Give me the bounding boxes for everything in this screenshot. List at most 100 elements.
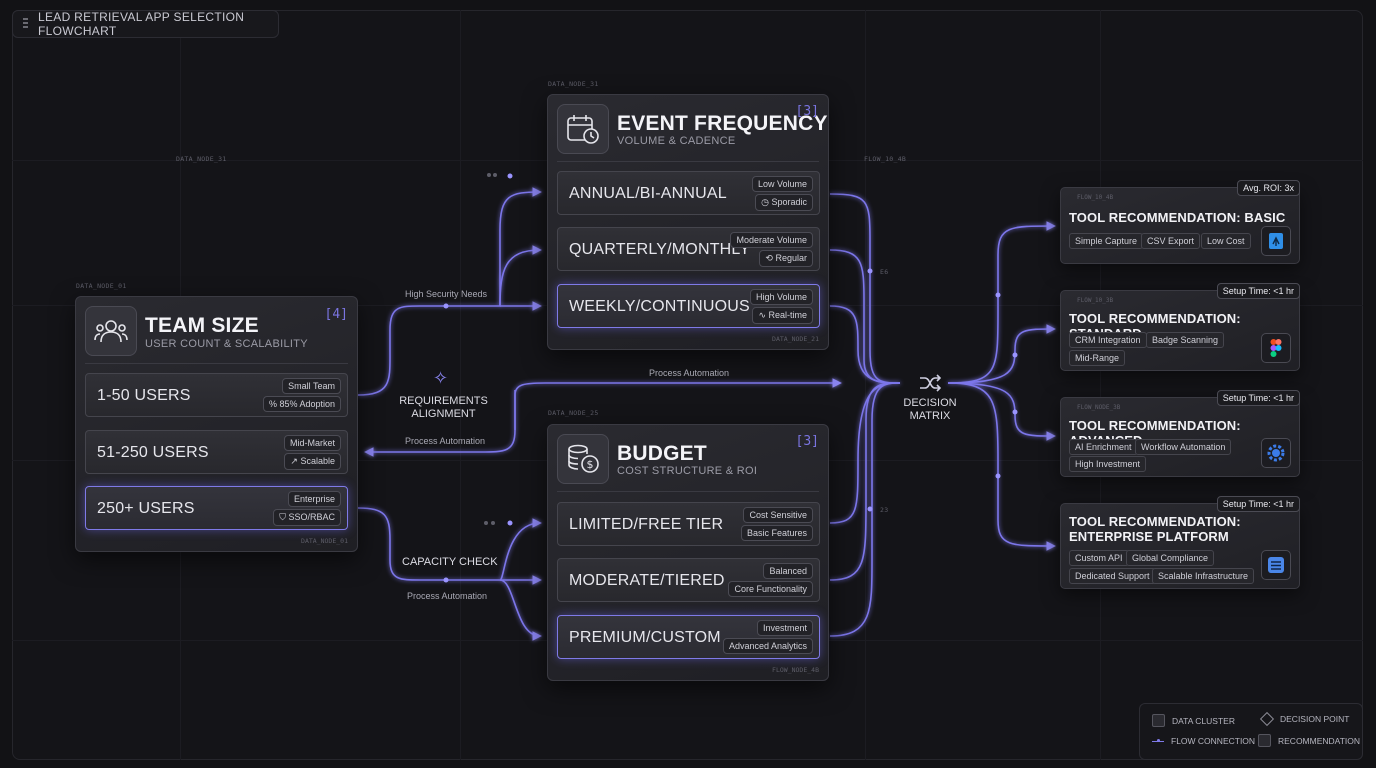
wire-team-to-event-2 [499, 245, 542, 307]
diagram-title: LEAD RETRIEVAL APP SELECTION FLOWCHART [38, 10, 245, 38]
row-chip-top: Investment [756, 620, 813, 636]
grid-line [1100, 10, 1101, 760]
document-app-icon [1261, 226, 1291, 256]
rec-tag: Scalable Infrastructure [1152, 568, 1255, 584]
team-row-small[interactable]: 1-50 USERS Small Team % 85% Adoption [85, 373, 348, 417]
row-chip-top: Moderate Volume [730, 232, 813, 248]
row-label: 1-50 USERS [97, 387, 191, 404]
row-chip-top: High Volume [749, 289, 813, 305]
meta-mid-upper: E6 [880, 268, 889, 276]
gear-app-icon [1261, 438, 1291, 468]
meta-team: DATA_NODE_01 [76, 282, 127, 290]
database-app-icon [1261, 550, 1291, 580]
budget-row-premium[interactable]: PREMIUM/CUSTOM Investment Advanced Analy… [557, 615, 820, 659]
sparkle-icon: ✧ [433, 368, 449, 388]
row-chip-bottom: Advanced Analytics [722, 638, 813, 654]
team-size-foot: DATA_NODE_01 [301, 537, 348, 545]
row-label: 250+ USERS [97, 500, 195, 517]
event-frequency-subtitle: VOLUME & CADENCE [617, 135, 736, 147]
flow-node [1012, 409, 1018, 415]
row-chip-top: Small Team [282, 378, 341, 394]
rec-tag: Low Cost [1201, 233, 1251, 249]
label-high-security: High Security Needs [405, 289, 488, 299]
label-capacity-check: CAPACITY CHECK [402, 556, 498, 568]
meta-mid-lower: 23 [880, 506, 889, 514]
rec-tag: Dedicated Support [1069, 568, 1156, 584]
rec-tag: Simple Capture [1069, 233, 1144, 249]
legend-recommendation: RECOMMENDATION [1258, 734, 1360, 747]
event-frequency-foot: DATA_NODE_21 [772, 335, 819, 343]
event-row-weekly[interactable]: WEEKLY/CONTINUOUS High Volume ∿ Real-tim… [557, 284, 820, 328]
row-chip-top: Mid-Market [283, 435, 341, 451]
wire-team-to-budget-3 [499, 579, 542, 641]
divider [557, 161, 819, 162]
rec-tag: Custom API [1069, 550, 1129, 566]
event-row-annual[interactable]: ANNUAL/BI-ANNUAL Low Volume ◷ Sporadic [557, 171, 820, 215]
rec-tag: CRM Integration [1069, 332, 1147, 348]
legend-data-cluster: DATA CLUSTER [1152, 714, 1235, 727]
label-decision-matrix: DECISION MATRIX [903, 397, 957, 422]
team-row-mid[interactable]: 51-250 USERS Mid-Market ↗ Scalable [85, 430, 348, 474]
team-row-enterprise[interactable]: 250+ USERS Enterprise ⛉ SSO/RBAC [85, 486, 348, 530]
wire-event-to-decision-1 [829, 193, 901, 384]
wire-decision-to-advanced [947, 382, 1056, 441]
budget-panel: $ BUDGET COST STRUCTURE & ROI [3] LIMITE… [547, 424, 829, 681]
label-process-automation-top: Process Automation [649, 368, 730, 378]
legend-flow-connection: FLOW CONNECTION [1152, 736, 1255, 746]
repeat-icon: ⟲ [765, 253, 776, 263]
rec-tag: CSV Export [1141, 233, 1201, 249]
row-chip-bottom: ⛉ SSO/RBAC [273, 509, 341, 526]
wire-process-top [514, 378, 842, 430]
label-process-automation-bottom: Process Automation [407, 591, 488, 601]
grip-icon [23, 18, 28, 30]
row-label: 51-250 USERS [97, 444, 209, 461]
row-chip-bottom: % 85% Adoption [262, 396, 341, 412]
flow-node [507, 520, 513, 526]
calendar-clock-icon [557, 104, 609, 154]
budget-row-moderate[interactable]: MODERATE/TIERED Balanced Core Functional… [557, 558, 820, 602]
row-chip-top: Low Volume [751, 176, 813, 192]
wire-event-to-decision-3 [829, 305, 901, 384]
flow-node [443, 577, 449, 583]
rec-tag: Global Compliance [1126, 550, 1215, 566]
diamond-icon [1259, 711, 1275, 727]
rec-meta: FLOW_10_4B [1077, 194, 1114, 201]
meta-flow-top-right: FLOW_10_4B [864, 155, 907, 163]
row-chip-top: Cost Sensitive [743, 507, 813, 523]
divider [85, 363, 348, 364]
recommendation-enterprise[interactable]: Setup Time: <1 hr TOOL RECOMMENDATION: E… [1060, 496, 1300, 589]
wire-event-to-decision-2 [829, 249, 901, 384]
meta-flow-top-left: DATA_NODE_31 [176, 155, 227, 163]
event-frequency-title: EVENT FREQUENCY [617, 112, 828, 135]
row-label: QUARTERLY/MONTHLY [569, 241, 751, 258]
rec-title: TOOL RECOMMENDATION: ENTERPRISE PLATFORM [1069, 514, 1241, 544]
dots-marker [491, 521, 495, 525]
diagram-title-bar: LEAD RETRIEVAL APP SELECTION FLOWCHART [12, 10, 279, 38]
trend-icon: ↗ [290, 456, 301, 466]
recommendation-basic[interactable]: FLOW_10_4B Avg. ROI: 3x TOOL RECOMMENDAT… [1060, 180, 1300, 264]
team-size-subtitle: USER COUNT & SCALABILITY [145, 338, 308, 350]
row-label: MODERATE/TIERED [569, 572, 725, 589]
event-row-quarterly[interactable]: QUARTERLY/MONTHLY Moderate Volume ⟲ Regu… [557, 227, 820, 271]
wire-budget-to-decision-1 [829, 382, 901, 524]
dots-marker [487, 173, 491, 177]
row-chip-bottom: Core Functionality [728, 581, 813, 597]
percent-icon: % [268, 399, 280, 409]
rec-badge: Setup Time: <1 hr [1216, 496, 1300, 512]
legend-decision-point: DECISION POINT [1259, 711, 1349, 727]
rec-tag: Mid-Range [1069, 350, 1126, 366]
rec-title: TOOL RECOMMENDATION: BASIC [1069, 210, 1286, 225]
figma-app-icon [1261, 333, 1291, 363]
flow-node [867, 268, 873, 274]
label-process-automation-left: Process Automation [405, 436, 486, 446]
row-chip-bottom: ◷ Sporadic [755, 194, 813, 211]
recommendation-standard[interactable]: FLOW_10_3B Setup Time: <1 hr TOOL RECOMM… [1060, 283, 1300, 371]
budget-row-limited[interactable]: LIMITED/FREE TIER Cost Sensitive Basic F… [557, 502, 820, 546]
dots-marker [484, 521, 488, 525]
users-icon [85, 306, 137, 356]
shield-icon: ⛉ [279, 512, 289, 522]
wire-team-to-event [357, 187, 542, 396]
recommendation-advanced[interactable]: FLOW_NODE_3B Setup Time: <1 hr TOOL RECO… [1060, 390, 1300, 477]
wire-team-to-budget [357, 507, 542, 581]
